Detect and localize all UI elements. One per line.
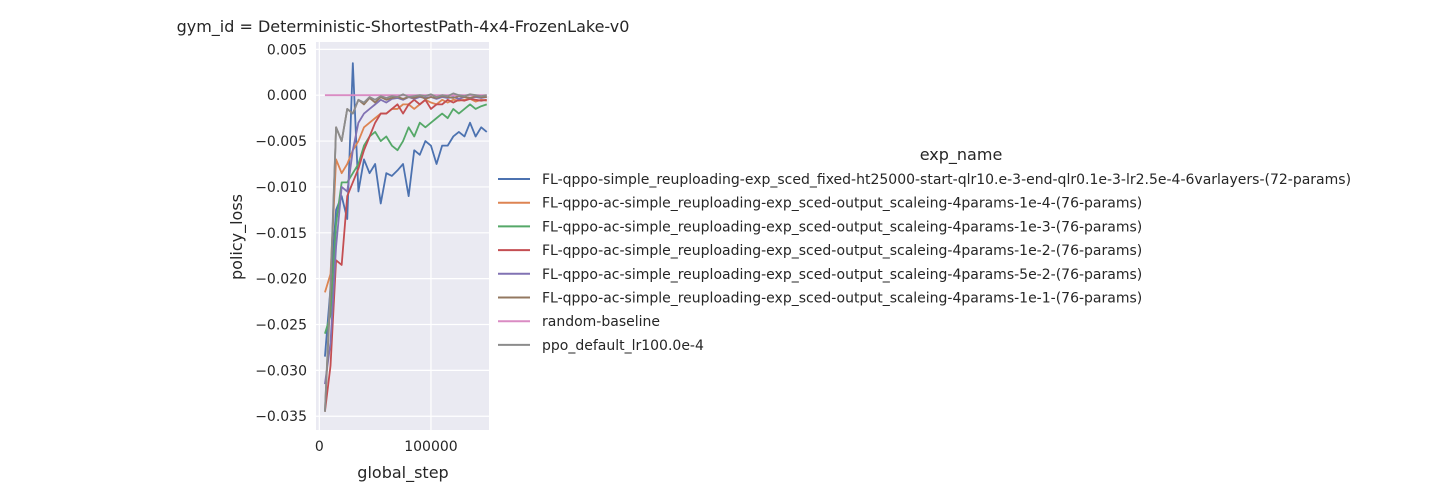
x-tick-label: 100000 <box>404 439 457 455</box>
legend-label: FL-qppo-ac-simple_reuploading-exp_sced-o… <box>542 291 1142 307</box>
legend-title: exp_name <box>920 145 1003 165</box>
legend-label: FL-qppo-ac-simple_reuploading-exp_sced-o… <box>542 219 1142 235</box>
legend-label: FL-qppo-simple_reuploading-exp_sced_fixe… <box>542 172 1351 188</box>
x-axis-label: global_step <box>357 463 448 483</box>
y-tick-label: −0.035 <box>255 409 307 425</box>
legend-label: FL-qppo-ac-simple_reuploading-exp_sced-o… <box>542 267 1142 283</box>
y-tick-label: −0.015 <box>255 226 307 242</box>
y-tick-label: −0.030 <box>255 363 307 379</box>
series-line-1 <box>324 62 488 357</box>
legend-label: ppo_default_lr100.0e-4 <box>542 338 704 354</box>
legend: exp_name FL-qppo-simple_reuploading-exp_… <box>498 145 1351 354</box>
legend-label: FL-qppo-ac-simple_reuploading-exp_sced-o… <box>542 196 1142 212</box>
y-tick-label: 0.005 <box>267 42 307 58</box>
series-line-3 <box>324 103 488 334</box>
x-tick-label: 0 <box>315 439 324 455</box>
series-line-8 <box>324 92 487 412</box>
y-tick-label: 0.000 <box>267 88 307 104</box>
y-tick-label: −0.010 <box>255 180 307 196</box>
series-line-4 <box>324 97 487 412</box>
legend-label: FL-qppo-ac-simple_reuploading-exp_sced-o… <box>542 243 1142 259</box>
y-axis-label: policy_loss <box>227 194 247 280</box>
y-tick-label: −0.005 <box>255 134 307 150</box>
y-tick-label: −0.025 <box>255 318 307 334</box>
y-tick-label: −0.020 <box>255 272 307 288</box>
legend-label: random-baseline <box>542 314 660 330</box>
chart-title: gym_id = Deterministic-ShortestPath-4x4-… <box>177 17 630 37</box>
